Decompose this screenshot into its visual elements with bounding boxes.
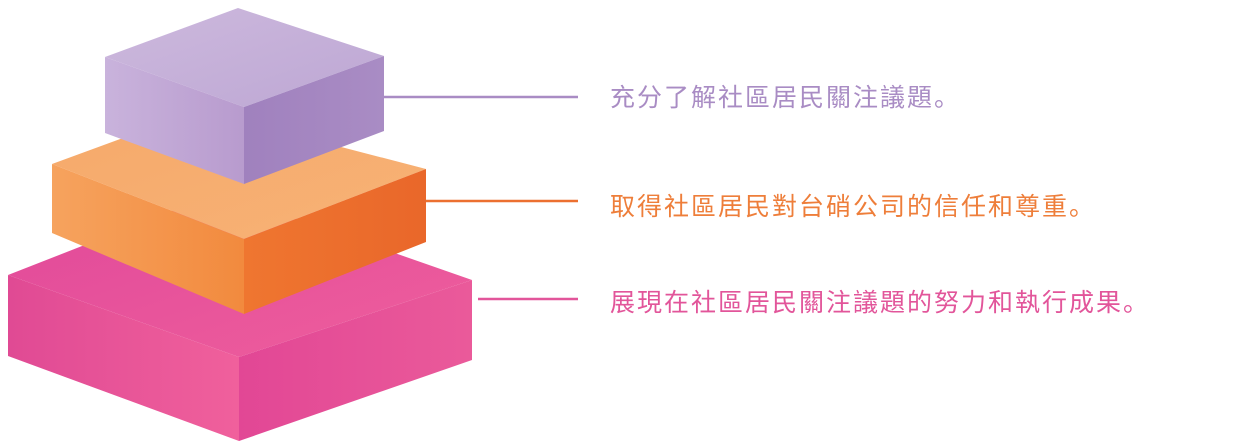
stacked-layers-graphic [8, 8, 578, 441]
layer-3-left-face [8, 275, 239, 441]
layer-1-slab [105, 8, 384, 184]
layer-1-top-face [105, 8, 384, 107]
layer-2-right-face [244, 169, 426, 314]
layer-3-label: 展現在社區居民關注議題的努力和執行成果。 [610, 288, 1151, 317]
layer-3-right-face [239, 280, 472, 441]
layer-1-right-face [244, 56, 384, 184]
layer-2-label: 取得社區居民對台硝公司的信任和尊重。 [610, 192, 1097, 221]
layer-2-left-face [52, 164, 244, 314]
layer-1-label: 充分了解社區居民關注議題。 [610, 83, 962, 112]
layer-1-left-face [105, 57, 244, 184]
